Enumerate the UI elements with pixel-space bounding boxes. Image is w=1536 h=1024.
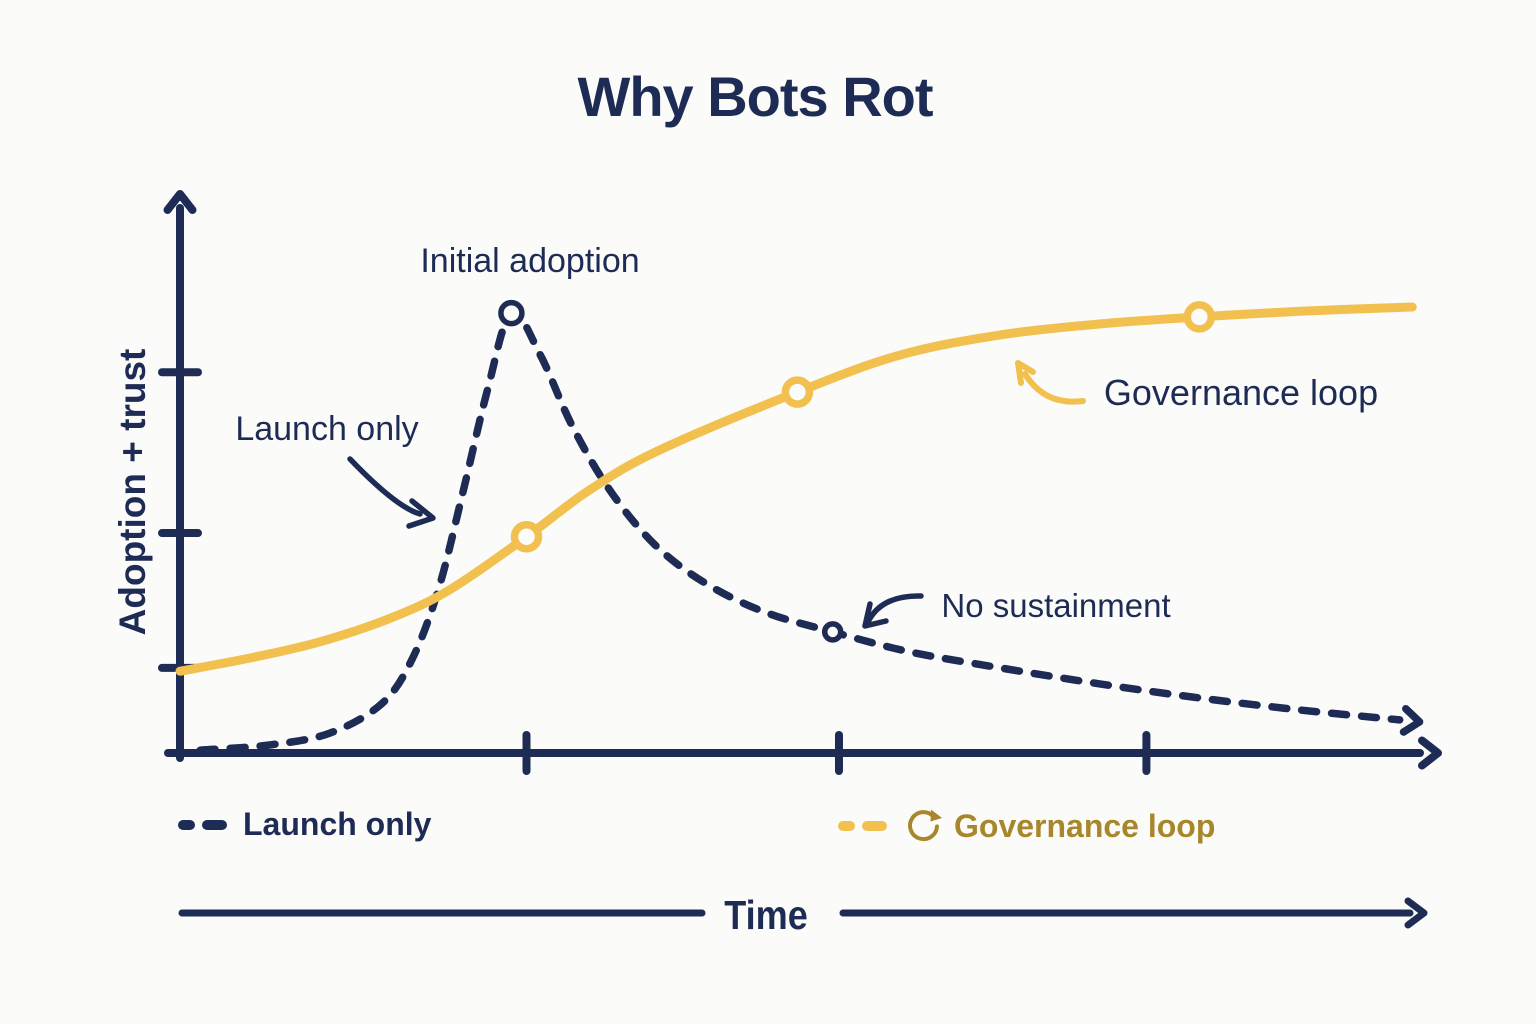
series-launch-only: [196, 308, 1404, 754]
governance-loop-arrow: [1015, 360, 1086, 405]
dashed-line-swatch: [178, 819, 195, 830]
data-point-marker: [510, 521, 543, 553]
arrow-head-icon: [1015, 360, 1036, 386]
arrow-head-icon: [862, 601, 889, 629]
time-axis: [178, 897, 1428, 929]
no-sustainment-arrow: [862, 593, 924, 629]
annotation-initial-adoption: Initial adoption: [420, 242, 640, 280]
arrow-head-icon: [406, 498, 436, 529]
axes-layer: [158, 190, 1442, 775]
legend-item-launch-only: Launch only: [178, 806, 431, 843]
y-axis-arrowhead-icon: [163, 190, 197, 214]
loop-arrow-icon: [908, 809, 942, 842]
data-point-marker: [781, 376, 814, 408]
time-axis-arrowhead-icon: [1404, 897, 1428, 929]
legend-item-governance-loop: Governance loop: [838, 806, 1215, 846]
dashed-line-swatch: [202, 819, 227, 830]
series-layer: [175, 299, 1424, 754]
data-point-marker: [1183, 301, 1216, 333]
chart-title: Why Bots Rot: [577, 65, 933, 128]
x-axis-label: Time: [724, 892, 808, 938]
arrow-curve: [1022, 371, 1086, 405]
series-governance-loop: [175, 302, 1417, 676]
dashed-line-swatch: [862, 821, 887, 831]
annotation-governance-loop: Governance loop: [1103, 372, 1379, 413]
arrow-curve: [347, 456, 423, 517]
series-arrowhead-icon: [1399, 704, 1424, 736]
data-point-marker: [498, 299, 525, 327]
x-axis-arrowhead-icon: [1418, 736, 1442, 770]
arrow-curve: [866, 593, 924, 623]
annotation-launch-only: Launch only: [235, 410, 419, 448]
launch-only-arrow: [347, 456, 436, 529]
legend-label-governance-loop: Governance loop: [954, 807, 1216, 844]
legend-label-launch-only: Launch only: [243, 806, 432, 842]
dashed-line-swatch: [838, 821, 855, 831]
data-point-marker: [821, 621, 844, 643]
annotation-no-sustainment: No sustainment: [941, 587, 1171, 624]
